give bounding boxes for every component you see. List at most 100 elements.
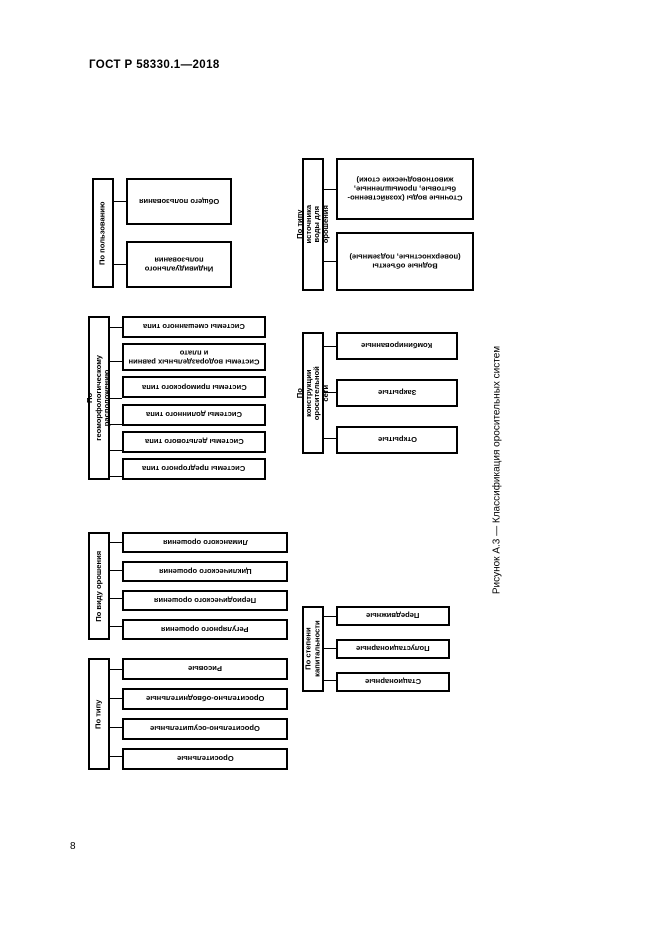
connector-line <box>110 598 122 599</box>
item-label: Системы водораздельных равнин и плато <box>128 348 260 367</box>
category-box-network-design: По конструкции оросительной сети <box>295 332 330 454</box>
item-box: Стационарные <box>336 672 450 692</box>
category-box-irrigation-kind: По виду орошения <box>88 532 110 640</box>
item-label: Оросительно-обводнительные <box>145 694 265 704</box>
connector-line <box>110 756 122 757</box>
category-label-capital-degree: По степени капитальности <box>303 620 322 678</box>
item-column-geomorphology: Системы смешанного типа Системы водоразд… <box>122 316 266 480</box>
item-box: Закрытые <box>336 379 458 407</box>
item-box: Системы предгорного типа <box>122 457 266 480</box>
group-capital-degree: По степени капитальности Передвижные Пол… <box>302 606 450 692</box>
category-label-usage: По пользованию <box>97 201 107 265</box>
connector-line <box>324 346 336 347</box>
item-label: Сточные воды (хозяйственно-бытовые, пром… <box>347 175 463 203</box>
category-label-irrigation-kind: По виду орошения <box>93 550 103 622</box>
item-label: Индивидуального пользования <box>144 255 214 274</box>
connector-line <box>110 570 122 571</box>
category-box-usage: По пользованию <box>92 178 114 288</box>
group-geomorphology: По геоморфологическому расположению Сист… <box>85 316 266 480</box>
item-box: Сточные воды (хозяйственно-бытовые, пром… <box>336 158 474 220</box>
connector-line <box>114 201 126 202</box>
connector-line <box>114 264 126 265</box>
category-box-geomorphology: По геоморфологическому расположению <box>85 316 112 480</box>
group-system-type: По типу Рисовые Оросительно-обводнительн… <box>88 658 288 770</box>
group-usage: По пользованию Общего пользования Индиви… <box>92 178 232 288</box>
item-label: Закрытые <box>377 388 417 398</box>
item-label: Водные объекты (поверхностные, подземные… <box>349 252 461 271</box>
item-box: Системы долинного типа <box>122 403 266 426</box>
connector-line <box>324 261 336 262</box>
category-label-water-source: По типу источника воды для орошения <box>294 205 330 244</box>
item-box: Открытые <box>336 426 458 454</box>
item-label: Системы предгорного типа <box>142 464 246 474</box>
item-box: Общего пользования <box>126 178 232 225</box>
connector-column-system-type <box>110 658 122 770</box>
figure-caption: Рисунок А.3 — Классификация оросительных… <box>491 345 503 595</box>
item-box: Системы дельтового типа <box>122 430 266 453</box>
item-column-system-type: Рисовые Оросительно-обводнительные Ороси… <box>122 658 288 770</box>
item-box: Оросительные <box>122 748 288 770</box>
page-number: 8 <box>70 841 76 852</box>
standard-header: ГОСТ Р 58330.1—2018 <box>89 59 220 71</box>
category-box-water-source: По типу источника воды для орошения <box>295 158 330 291</box>
item-label: Рисовые <box>188 664 222 674</box>
item-label: Регулярного орошения <box>161 625 249 635</box>
connector-line <box>110 424 122 425</box>
item-label: Системы дельтового типа <box>144 437 244 447</box>
item-label: Открытые <box>377 435 417 445</box>
connector-line <box>110 398 122 399</box>
connector-line <box>110 669 122 670</box>
item-box: Системы водораздельных равнин и плато <box>122 343 266 372</box>
item-column-water-source: Сточные воды (хозяйственно-бытовые, пром… <box>336 158 474 291</box>
classification-diagram: По пользованию Общего пользования Индиви… <box>80 150 480 790</box>
category-label-geomorphology: По геоморфологическому расположению <box>85 355 112 441</box>
item-box: Оросительно-обводнительные <box>122 688 288 710</box>
connector-line <box>324 189 336 190</box>
connector-line <box>110 327 122 328</box>
connector-line <box>110 727 122 728</box>
item-label: Циклического орошения <box>158 567 252 577</box>
connector-column-geomorphology <box>110 316 122 480</box>
item-box: Рисовые <box>122 658 288 680</box>
item-label: Системы приморского типа <box>141 382 247 392</box>
item-box: Лиманского орошения <box>122 532 288 553</box>
group-water-source: По типу источника воды для орошения Сточ… <box>295 158 474 291</box>
item-box: Индивидуального пользования <box>126 241 232 288</box>
connector-line <box>324 648 336 649</box>
connector-column-capital-degree <box>324 606 336 692</box>
category-box-system-type: По типу <box>88 658 110 770</box>
item-box: Оросительно-осушительные <box>122 718 288 740</box>
item-box: Комбинированные <box>336 332 458 360</box>
category-label-system-type: По типу <box>93 699 103 729</box>
item-column-capital-degree: Передвижные Полустационарные Стационарны… <box>336 606 450 692</box>
connector-line <box>324 438 336 439</box>
item-label: Общего пользования <box>138 197 220 207</box>
item-column-network-design: Комбинированные Закрытые Открытые <box>336 332 458 454</box>
connector-column-irrigation-kind <box>110 532 122 640</box>
item-box: Водные объекты (поверхностные, подземные… <box>336 232 474 291</box>
item-box: Циклического орошения <box>122 561 288 582</box>
item-label: Оросительные <box>176 754 234 764</box>
connector-line <box>324 680 336 681</box>
connector-line <box>110 361 122 362</box>
item-label: Комбинированные <box>361 341 433 351</box>
item-box: Передвижные <box>336 606 450 626</box>
group-irrigation-kind: По виду орошения Лиманского орошения Цик… <box>88 532 288 640</box>
connector-line <box>324 616 336 617</box>
item-box: Регулярного орошения <box>122 619 288 640</box>
category-box-capital-degree: По степени капитальности <box>302 606 324 692</box>
group-network-design: По конструкции оросительной сети Комбини… <box>295 332 458 454</box>
connector-line <box>110 476 122 477</box>
item-column-irrigation-kind: Лиманского орошения Циклического орошени… <box>122 532 288 640</box>
connector-line <box>110 626 122 627</box>
item-label: Полустационарные <box>356 644 430 654</box>
item-label: Лиманского орошения <box>162 538 248 548</box>
item-box: Системы смешанного типа <box>122 316 266 338</box>
connector-line <box>110 450 122 451</box>
connector-column-network-design <box>324 332 336 454</box>
connector-column-water-source <box>324 158 336 291</box>
item-box: Системы приморского типа <box>122 376 266 399</box>
item-box: Полустационарные <box>336 639 450 659</box>
item-label: Передвижные <box>366 611 420 621</box>
item-label: Оросительно-осушительные <box>150 724 260 734</box>
